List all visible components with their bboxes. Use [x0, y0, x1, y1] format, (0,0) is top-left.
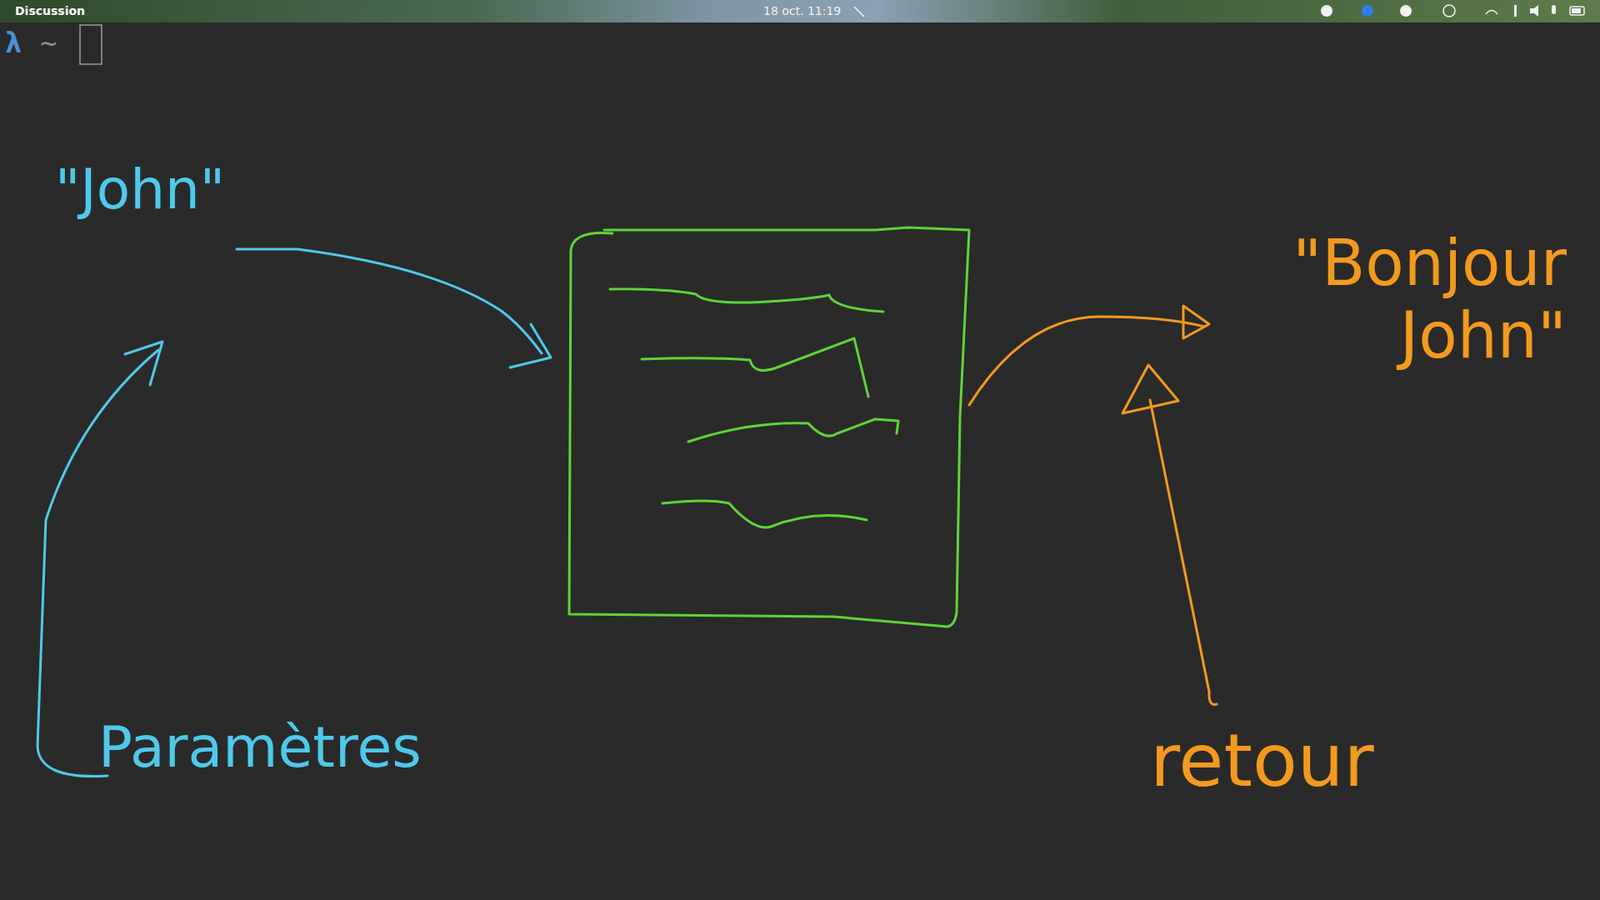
- code-line: [610, 289, 884, 312]
- code-line: [688, 419, 899, 442]
- bluetooth-icon: [1514, 5, 1517, 17]
- arrow-head: [510, 324, 551, 368]
- input-arrow: [236, 249, 542, 354]
- status-icon: [1443, 5, 1455, 17]
- battery-level: [1571, 8, 1581, 14]
- code-line: [662, 500, 867, 528]
- status-icon: [1320, 5, 1333, 17]
- clock: 18 oct. 11:19: [763, 4, 841, 18]
- arrow-head: [1122, 365, 1179, 414]
- menu-bar: [0, 0, 1600, 23]
- arrow-head: [1183, 305, 1210, 339]
- terminal-cursor: [80, 25, 102, 65]
- prompt-path: ~: [40, 26, 57, 60]
- output-arrow: [969, 316, 1205, 405]
- arrow-head: [125, 341, 163, 385]
- window-title: Discussion: [15, 4, 85, 18]
- wifi-icon: [1485, 10, 1498, 15]
- function-box: [569, 227, 970, 627]
- return-value: "Bonjour John": [1216, 226, 1567, 373]
- status-icon: [1400, 5, 1412, 17]
- box-outline: [569, 227, 970, 627]
- bell-off-icon: [854, 6, 865, 17]
- battery-icon: [1570, 6, 1585, 15]
- status-icon: [1361, 5, 1374, 17]
- return-caption: retour: [1150, 718, 1375, 803]
- prompt-symbol: λ: [5, 26, 22, 60]
- parameter-value: "John": [55, 158, 225, 222]
- pointer-arrow: [1150, 400, 1217, 705]
- parameter-caption: Paramètres: [98, 715, 422, 780]
- mic-icon: [1551, 5, 1556, 15]
- parameter-arrows: [37, 249, 551, 777]
- return-arrows: [969, 305, 1217, 705]
- code-line: [641, 338, 869, 397]
- volume-icon: [1530, 5, 1539, 17]
- status-icons: [1320, 5, 1585, 17]
- pointer-arrow: [37, 350, 159, 777]
